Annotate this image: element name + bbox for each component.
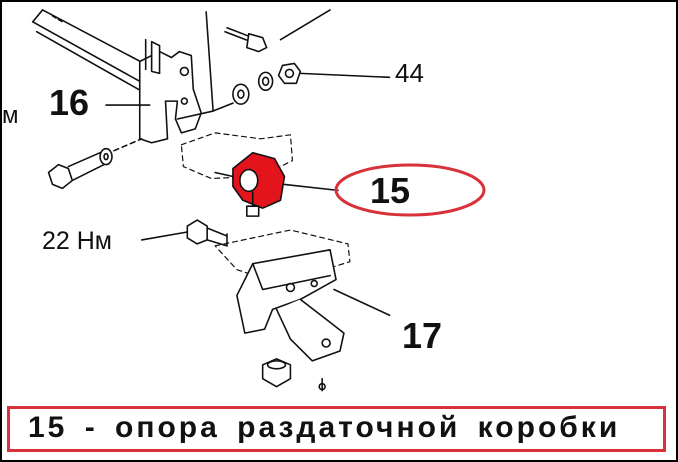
leader-top-bolt [279,9,331,41]
label-part-15: 15 [370,170,411,211]
left-bolt [47,138,143,190]
bracket-16 [138,38,234,144]
mount-15 [214,151,339,217]
bracket-17 [236,249,391,362]
highlight-ellipse-15 [334,163,486,217]
washer-set-44 [232,62,391,105]
bolt-22nm [140,219,228,247]
frame-rail [31,9,153,93]
mount-guide-outline [180,132,294,180]
label-part-16: 16 [49,82,90,123]
label-cut-m: м [2,102,19,129]
body-edge [205,11,214,112]
label-part-17: 17 [402,315,443,356]
bottom-nut [261,358,326,392]
label-torque-22nm: 22 Нм [42,227,112,255]
lower-guide-outline [214,229,351,285]
label-part-44: 44 [395,58,424,88]
caption-text: 15 - опора раздаточной коробки [28,411,621,444]
top-bolt [224,26,268,53]
caption-box: 15 - опора раздаточной коробки [7,406,666,452]
